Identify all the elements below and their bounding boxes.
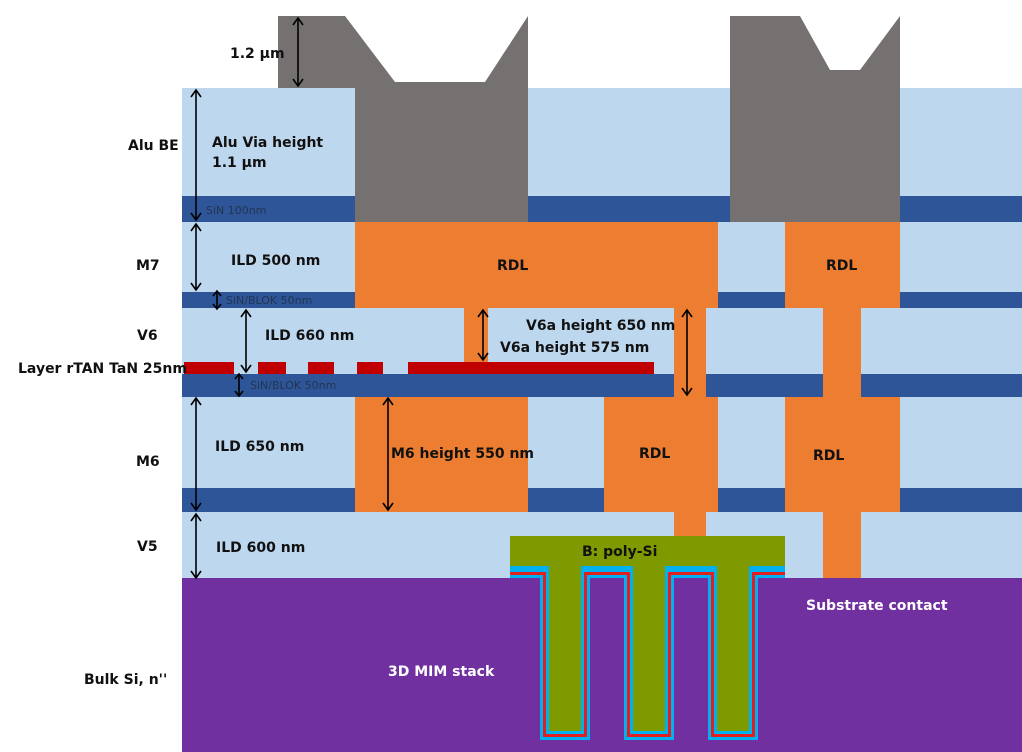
rdl-m7-left: [355, 222, 718, 308]
mim-stack-label: 3D MIM stack: [388, 664, 495, 680]
mim-trench-stack: [510, 536, 785, 740]
substrate-contact-label: Substrate contact: [806, 598, 948, 614]
rdl-m7-left-label: RDL: [497, 258, 528, 274]
rdl-m7-right-label: RDL: [826, 258, 857, 274]
layer-label-rtan: Layer rTAN TaN 25nm: [18, 361, 187, 377]
dim-m6-height: M6 height 550 nm: [391, 446, 534, 462]
double-headed-arrow-icon: [234, 372, 244, 398]
dim-v6a-650: V6a height 650 nm: [526, 318, 675, 334]
rdl-m6-mid-label: RDL: [639, 446, 670, 462]
rtan-segment: [184, 362, 234, 374]
layer-label-alu-be: Alu BE: [128, 138, 179, 154]
layer-label-v6: V6: [137, 328, 158, 344]
double-headed-arrow-icon: [190, 396, 202, 512]
v5-via-right: [823, 512, 861, 578]
rtan-segment: [408, 362, 654, 374]
poly-si-electrode: [510, 536, 785, 731]
dim-ild-v5: ILD 600 nm: [216, 540, 305, 556]
rtan-segment: [258, 362, 286, 374]
rtan-segment: [357, 362, 383, 374]
dim-alu-via-height-line2: 1.1 µm: [212, 155, 267, 171]
double-headed-arrow-icon: [477, 308, 489, 362]
alu-via-left: [278, 16, 528, 222]
layer-label-m6: M6: [136, 454, 160, 470]
dim-alu-via-height-line1: Alu Via height: [212, 135, 323, 151]
v6a-via-575: [464, 308, 488, 362]
double-headed-arrow-icon: [190, 222, 202, 292]
sin-blok-layer-v6: [182, 374, 1022, 397]
layer-label-bulk: Bulk Si, n'': [84, 672, 167, 688]
bulk-substrate: [182, 578, 1022, 752]
v6-via-right: [823, 308, 861, 397]
rdl-m6-right-label: RDL: [813, 448, 844, 464]
dim-ild-m6: ILD 650 nm: [215, 439, 304, 455]
poly-si-label: B: poly-Si: [582, 544, 657, 560]
double-headed-arrow-icon: [681, 308, 693, 397]
dim-ild-m7: ILD 500 nm: [231, 253, 320, 269]
double-headed-arrow-icon: [240, 308, 252, 374]
rtan-resistor-segments: [184, 362, 654, 374]
dim-v6a-575: V6a height 575 nm: [500, 340, 649, 356]
sin-blok-v6-label: SiN/BLOK 50nm: [250, 379, 336, 392]
layer-label-m7: M7: [136, 258, 160, 274]
double-headed-arrow-icon: [190, 88, 202, 222]
double-headed-arrow-icon: [212, 289, 222, 311]
v6a-via-650: [674, 308, 706, 397]
alu-via-right: [730, 16, 900, 222]
layer-label-v5: V5: [137, 539, 158, 555]
v5-via-mid: [674, 512, 706, 536]
sin-100nm-label: SiN 100nm: [206, 204, 266, 217]
rdl-m7-right: [785, 222, 900, 308]
rdl-m6-mid: [604, 397, 718, 512]
double-headed-arrow-icon: [190, 512, 202, 580]
dimension-arrows: [190, 16, 693, 580]
double-headed-arrow-icon: [292, 16, 304, 88]
rtan-segment: [308, 362, 334, 374]
dim-alu-thickness: 1.2 µm: [230, 46, 285, 62]
sin-blok-m7-label: SiN/BLOK 50nm: [226, 294, 312, 307]
double-headed-arrow-icon: [382, 396, 394, 512]
dim-ild-v6: ILD 660 nm: [265, 328, 354, 344]
rdl-m6-right: [785, 397, 900, 512]
m6-block-left: [355, 397, 528, 512]
